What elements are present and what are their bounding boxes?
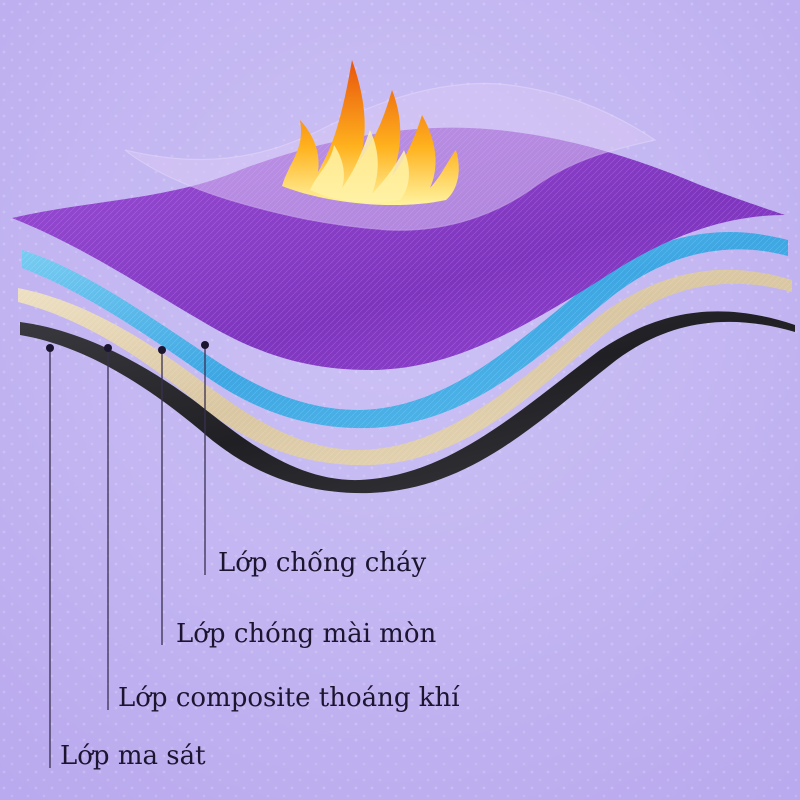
leader-lines xyxy=(49,345,206,768)
composite-texture xyxy=(18,269,792,466)
label-abrasion-resistant-layer: Lớp chóng mài mòn xyxy=(176,619,437,649)
label-breathable-composite-layer: Lớp composite thoáng khí xyxy=(118,683,460,713)
friction-layer xyxy=(20,311,795,494)
label-friction-layer: Lớp ma sát xyxy=(60,741,206,771)
label-fire-resistant-layer: Lớp chống cháy xyxy=(218,548,427,578)
leader-dots xyxy=(46,341,209,354)
flame-icon xyxy=(282,60,459,206)
